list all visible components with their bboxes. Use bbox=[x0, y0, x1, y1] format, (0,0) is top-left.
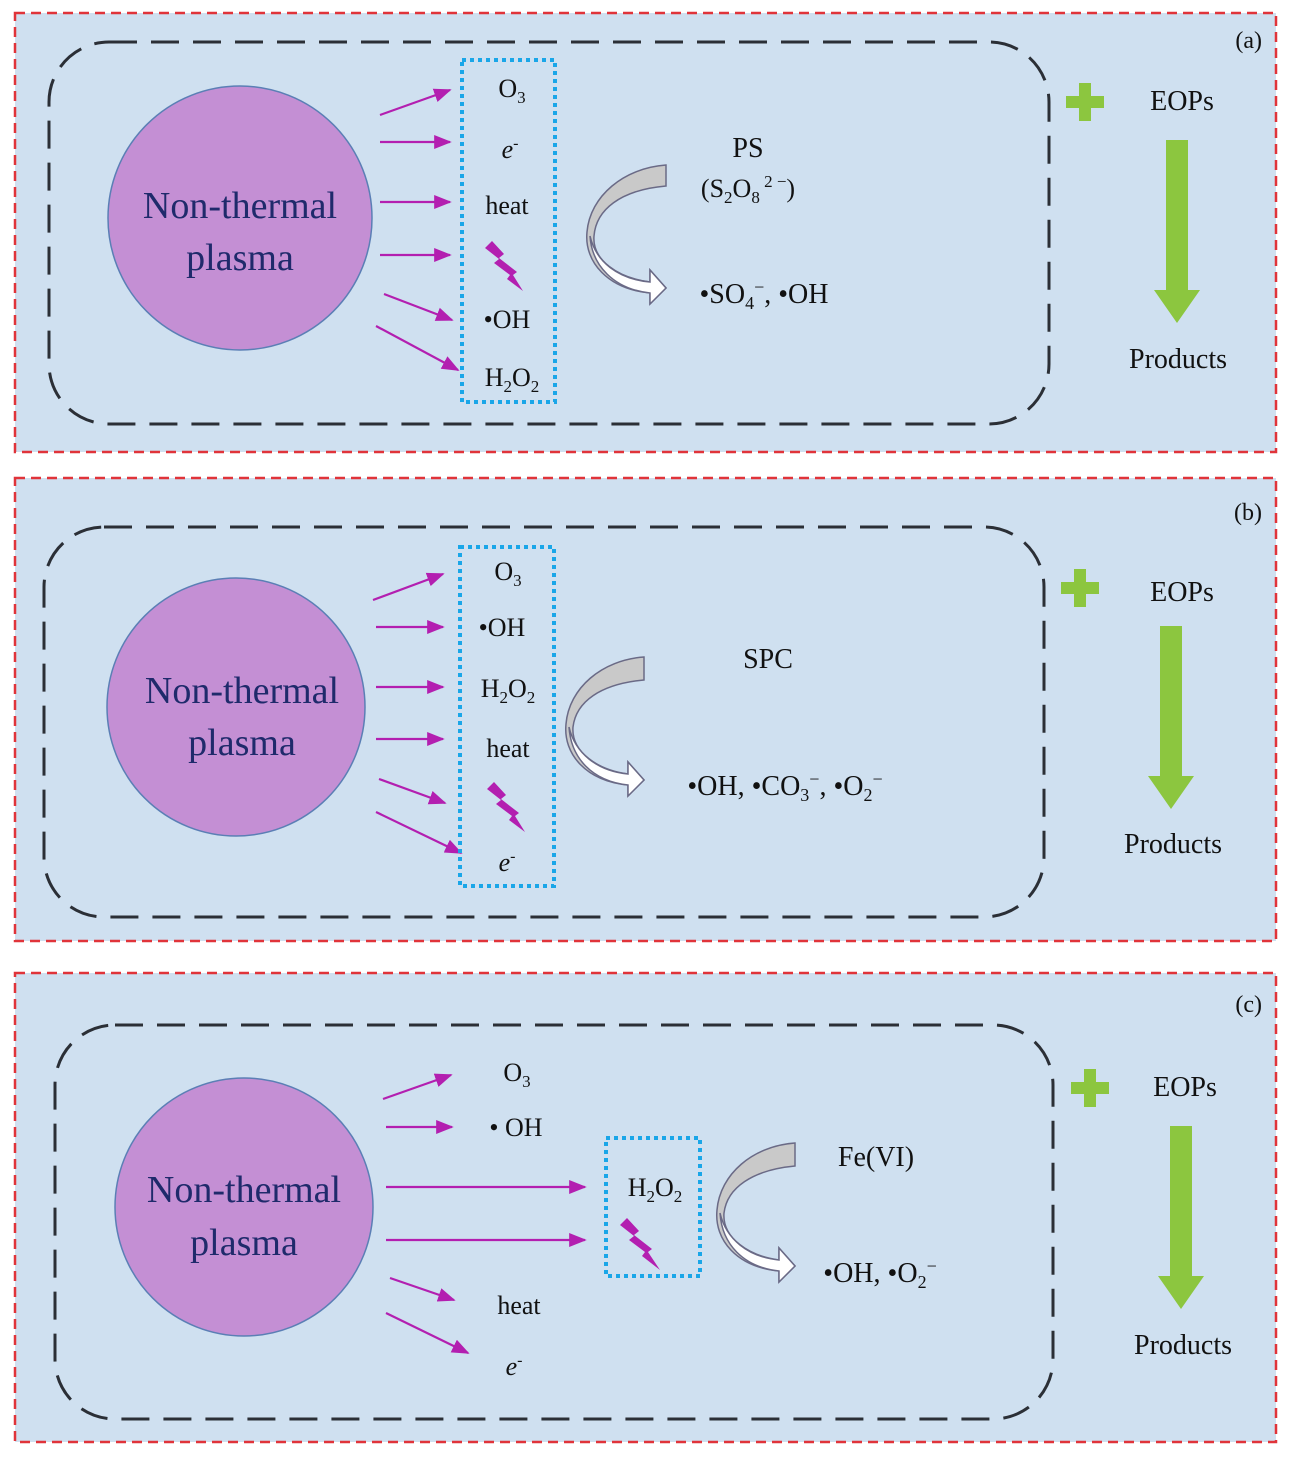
panel-a-inner-frame bbox=[47, 40, 1051, 426]
species-oh: •OH bbox=[484, 305, 531, 334]
species-oh: • OH bbox=[489, 1113, 542, 1142]
plasma-circle bbox=[114, 1077, 374, 1337]
panel-a-label: (a) bbox=[1235, 28, 1262, 54]
panel-b-label: (b) bbox=[1234, 500, 1262, 526]
plasma-arrows bbox=[375, 88, 460, 371]
species-box bbox=[460, 58, 557, 404]
oxidant-name: PS bbox=[732, 133, 763, 164]
species-h2o2: H2O2 bbox=[481, 674, 536, 707]
curved-arrow-icon bbox=[716, 1142, 797, 1284]
plasma-label-line2: plasma bbox=[190, 1222, 298, 1264]
plasma-arrows bbox=[372, 572, 463, 854]
arrow-to-heat bbox=[389, 1276, 456, 1302]
plus-icon bbox=[1071, 1069, 1109, 1107]
arrow-to-o3 bbox=[382, 1073, 453, 1101]
down-arrow-icon bbox=[1154, 140, 1200, 323]
combo-label: EOPs bbox=[1150, 577, 1214, 608]
down-arrow-icon bbox=[1148, 626, 1194, 809]
plasma-label-line1: Non-thermal bbox=[145, 670, 339, 712]
arrow-to-o3 bbox=[379, 88, 452, 117]
plasma-arrows bbox=[382, 1073, 587, 1354]
arrow-to-h2o2 bbox=[375, 325, 460, 371]
panel-b: (b) Non-thermal plasma O3 •OH H2O2 heat … bbox=[13, 476, 1278, 943]
panel-c-label: (c) bbox=[1235, 992, 1262, 1018]
lightning-icon bbox=[487, 782, 525, 832]
arrow-to-oh bbox=[383, 292, 454, 322]
radical-products: •SO4−, •OH bbox=[699, 277, 828, 313]
lightning-icon bbox=[485, 241, 523, 291]
arrow-to-e bbox=[385, 1312, 470, 1354]
result-label: Products bbox=[1124, 829, 1222, 860]
curved-arrow-icon bbox=[586, 164, 668, 306]
species-h2o2: H2O2 bbox=[485, 363, 540, 396]
species-heat: heat bbox=[486, 734, 530, 763]
plus-icon bbox=[1061, 569, 1099, 607]
species-heat: heat bbox=[497, 1291, 541, 1320]
species-oh: •OH bbox=[479, 613, 526, 642]
radical-products: •OH, •CO3−, •O2− bbox=[687, 769, 882, 805]
result-label: Products bbox=[1129, 344, 1227, 375]
plasma-label-line2: plasma bbox=[188, 722, 296, 764]
plasma-label-line2: plasma bbox=[186, 237, 294, 279]
plasma-circle bbox=[106, 577, 366, 837]
panel-c: (c) Non-thermal plasma O3 • OH H2O2 heat… bbox=[13, 971, 1278, 1444]
oxidant-name: Fe(VI) bbox=[838, 1142, 914, 1173]
curved-arrow-icon bbox=[565, 656, 646, 798]
panel-b-inner-frame bbox=[42, 525, 1046, 919]
result-label: Products bbox=[1134, 1330, 1232, 1361]
combo-label: EOPs bbox=[1153, 1072, 1217, 1103]
plasma-circle bbox=[107, 85, 373, 351]
species-box bbox=[458, 545, 556, 888]
panel-a: (a) Non-thermal plasma O3 e- heat •OH H2… bbox=[13, 11, 1278, 454]
species-h2o2: H2O2 bbox=[628, 1173, 683, 1206]
species-box bbox=[604, 1136, 702, 1278]
combo-label: EOPs bbox=[1150, 86, 1214, 117]
arrow-to-discharge bbox=[378, 777, 447, 805]
panel-c-inner-frame bbox=[53, 1023, 1055, 1421]
arrow-to-o3 bbox=[372, 572, 445, 602]
plus-icon bbox=[1066, 83, 1104, 121]
plasma-label-line1: Non-thermal bbox=[147, 1169, 341, 1211]
species-heat: heat bbox=[485, 191, 529, 220]
plasma-label-line1: Non-thermal bbox=[143, 185, 337, 227]
arrow-to-e bbox=[375, 811, 463, 854]
oxidant-name: SPC bbox=[743, 644, 793, 675]
down-arrow-icon bbox=[1158, 1126, 1204, 1309]
lightning-icon bbox=[620, 1218, 660, 1270]
